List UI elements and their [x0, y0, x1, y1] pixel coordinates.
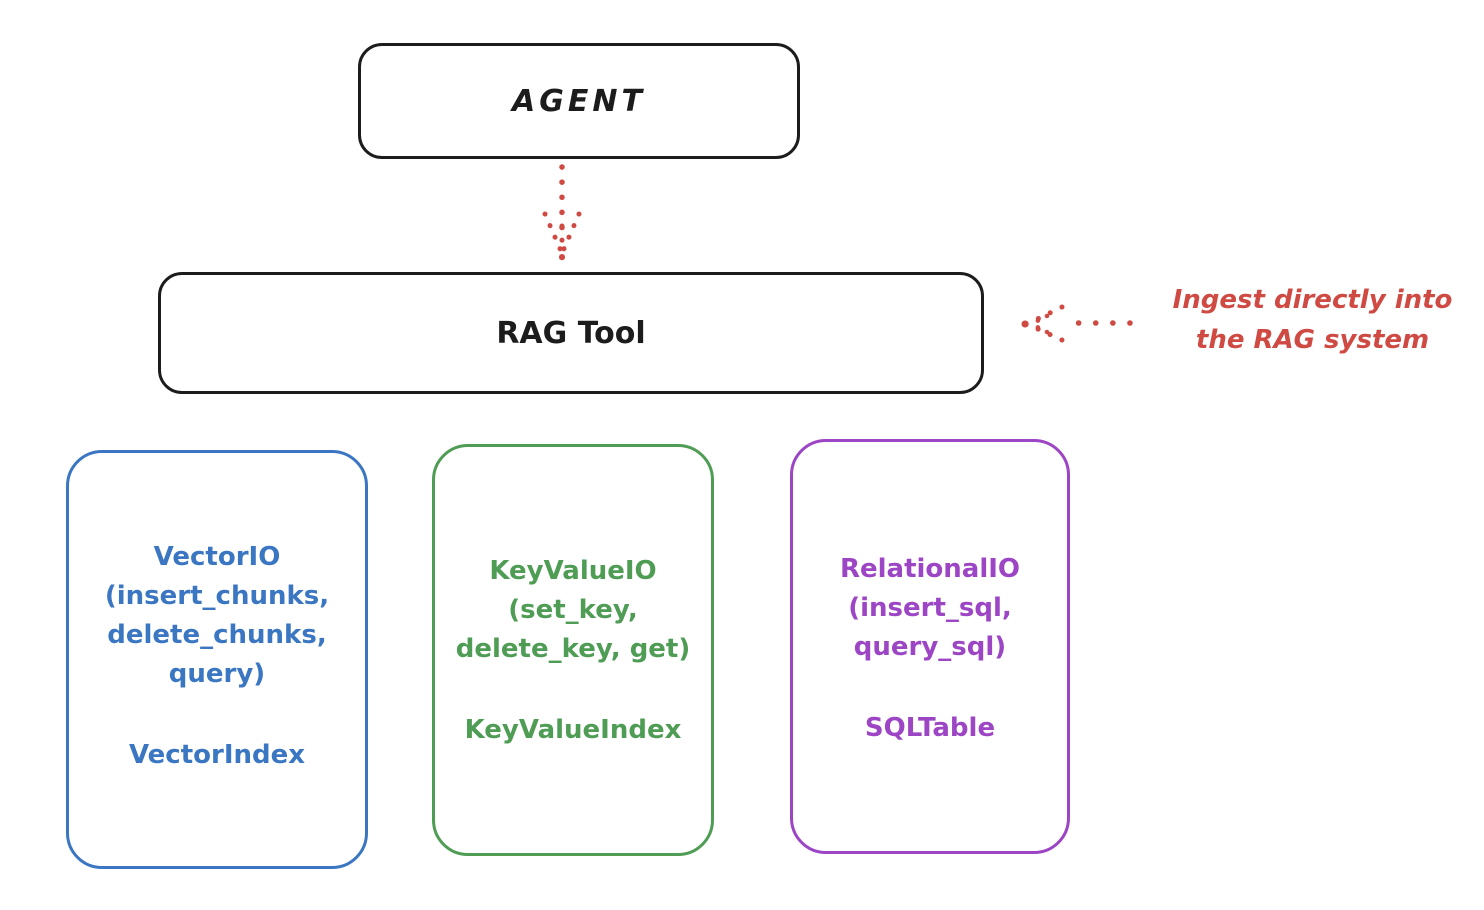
vector-io-api-line: (insert_chunks, [104, 581, 330, 611]
vector-io-api-line: delete_chunks, [107, 620, 327, 650]
vector-index-label: VectorIndex [128, 740, 306, 770]
keyvalue-io-box: KeyValueIO (set_key, delete_key, get) Ke… [432, 444, 714, 856]
keyvalue-io-api-line: delete_key, get) [455, 634, 691, 664]
relational-io-box: RelationalIO (insert_sql, query_sql) SQL… [790, 439, 1070, 854]
ingest-annotation-line2: the RAG system [1195, 325, 1430, 355]
relational-io-title: RelationalIO [839, 554, 1021, 584]
relational-io-api-line: query_sql) [853, 632, 1007, 662]
annotation-to-ragtool-arrow [1021, 304, 1133, 343]
keyvalue-io-api-line: (set_key, [508, 595, 638, 625]
relational-io-api-line: (insert_sql, [848, 593, 1012, 623]
agent-box: AGENT [358, 43, 800, 159]
vector-io-title: VectorIO [153, 542, 281, 572]
agent-label: AGENT [512, 83, 646, 119]
sql-table-label: SQLTable [864, 713, 996, 743]
rag-tool-label: RAG Tool [496, 315, 646, 351]
keyvalue-io-title: KeyValueIO [489, 556, 657, 586]
vector-io-box: VectorIO (insert_chunks, delete_chunks, … [66, 450, 368, 869]
keyvalue-index-label: KeyValueIndex [464, 715, 682, 745]
agent-to-ragtool-arrow [542, 164, 582, 261]
ingest-annotation: Ingest directly into the RAG system [1140, 280, 1484, 360]
vector-io-api-line: query) [168, 659, 266, 689]
ingest-annotation-line1: Ingest directly into [1172, 285, 1453, 315]
rag-tool-box: RAG Tool [158, 272, 984, 394]
